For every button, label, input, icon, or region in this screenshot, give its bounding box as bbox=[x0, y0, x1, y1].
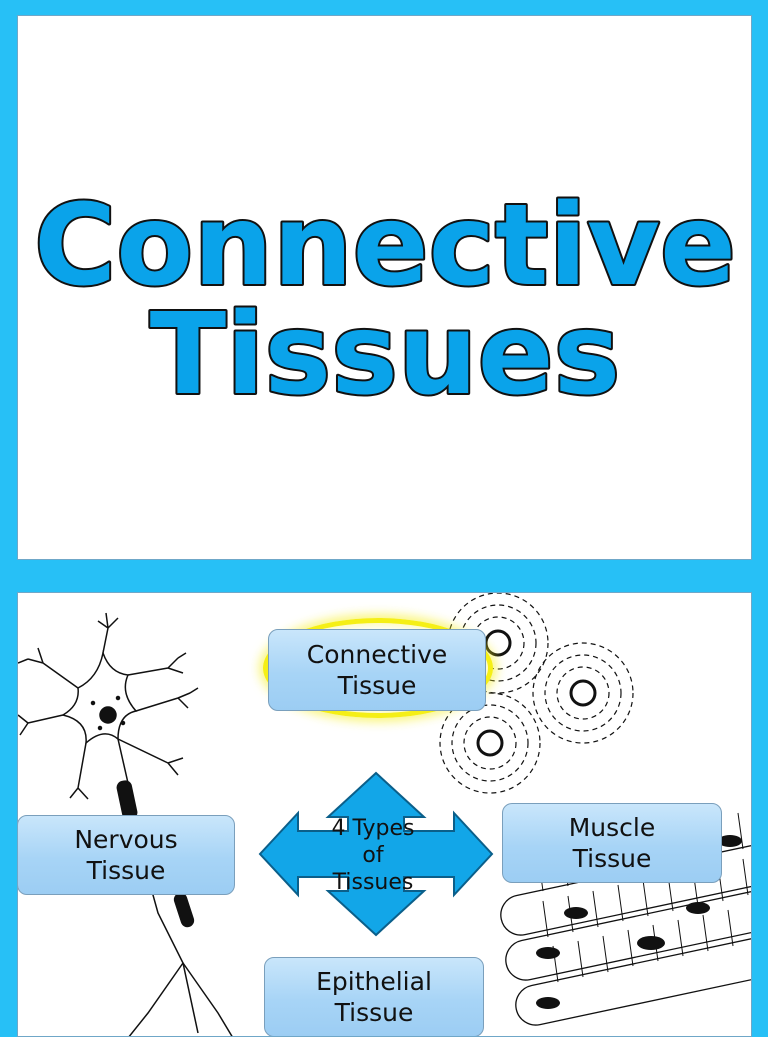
title-line-1: Connective bbox=[34, 181, 736, 311]
title-graphic: Connective Tissues bbox=[32, 179, 738, 422]
title-slide: Connective Tissues bbox=[17, 15, 752, 560]
center-label-line-3: Tissues bbox=[332, 870, 414, 895]
center-label-line-2: of bbox=[362, 843, 384, 868]
highlight-ring bbox=[263, 618, 493, 718]
center-label-line-1: 4 Types bbox=[331, 816, 415, 841]
connective-tissue-box[interactable]: Connective Tissue bbox=[268, 629, 486, 711]
nervous-tissue-box[interactable]: Nervous Tissue bbox=[18, 815, 235, 895]
title-line-2: Tissues bbox=[150, 290, 620, 420]
epithelial-tissue-box[interactable]: Epithelial Tissue bbox=[264, 957, 484, 1036]
types-slide: Connective Tissue Nervous Tissue Muscle … bbox=[17, 592, 752, 1037]
center-label: 4 Types of Tissues bbox=[318, 815, 428, 896]
muscle-tissue-box[interactable]: Muscle Tissue bbox=[502, 803, 722, 883]
four-way-arrow-icon bbox=[258, 771, 494, 937]
